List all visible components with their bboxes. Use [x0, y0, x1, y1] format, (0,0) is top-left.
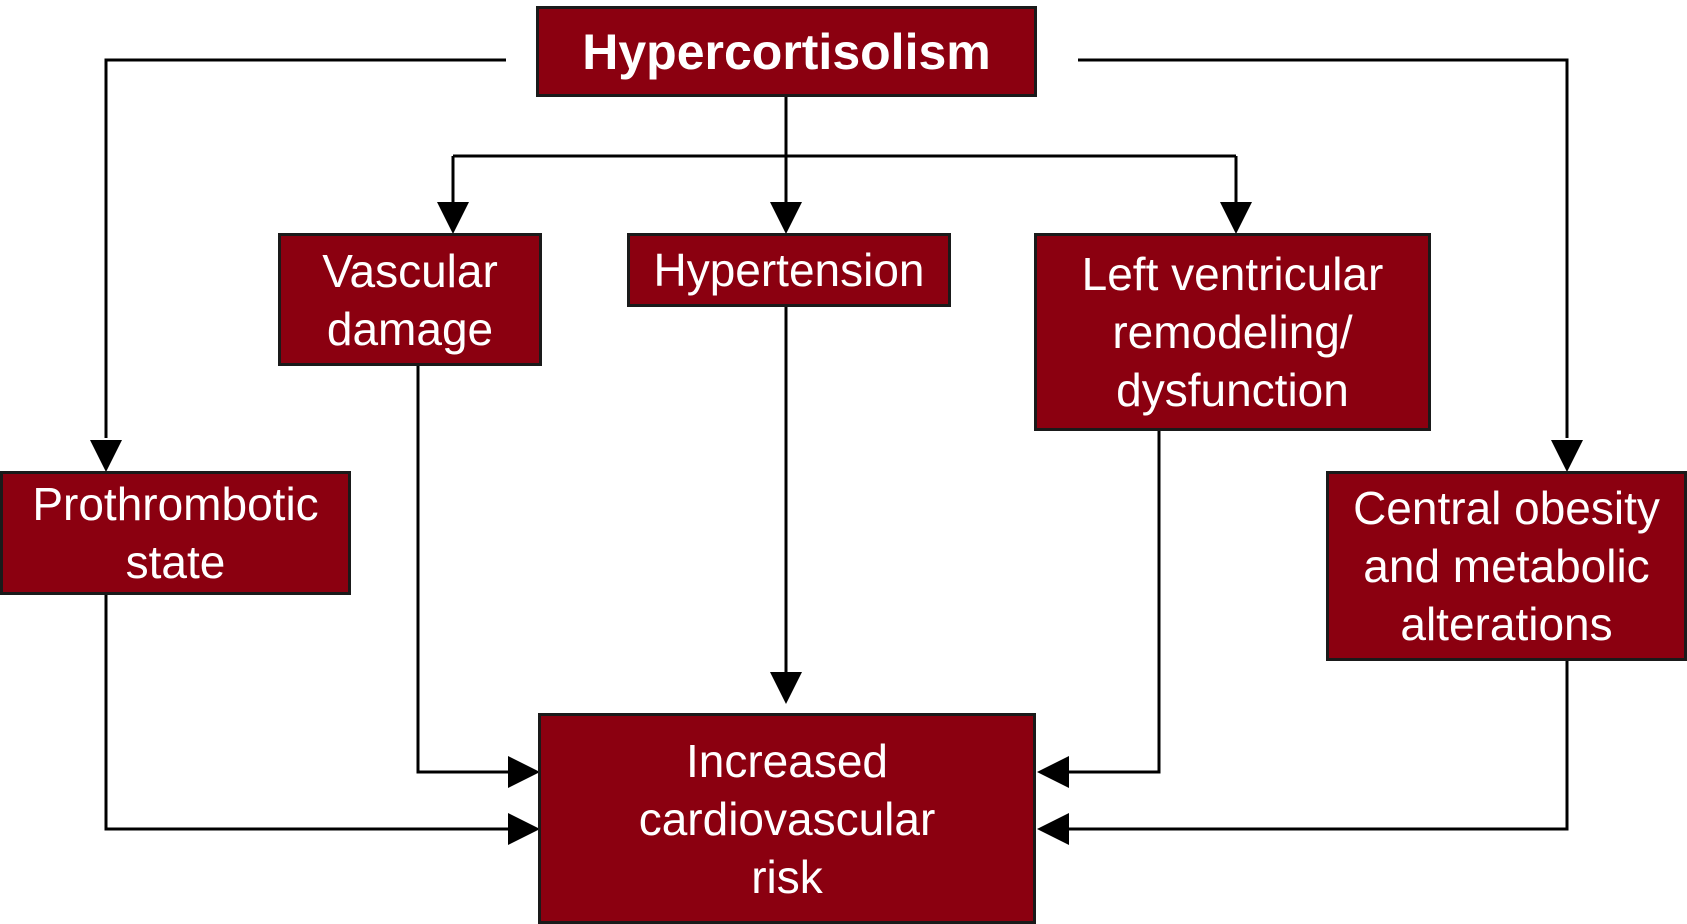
arrowhead-vascular — [437, 202, 469, 234]
arrowhead-prothrombotic — [90, 440, 122, 472]
hypertension-box: Hypertension — [627, 233, 951, 307]
arrowhead-risk-right-upper — [1037, 756, 1069, 788]
arrowhead-hypertension — [770, 202, 802, 234]
arrowhead-risk-right-lower — [1037, 813, 1069, 845]
arrowheads — [90, 202, 1583, 845]
increased-risk-box: Increased cardiovascular risk — [538, 713, 1036, 924]
arrowhead-central-obesity — [1551, 440, 1583, 472]
vascular-damage-box: Vascular damage — [278, 233, 542, 366]
hypercortisolism-label: Hypercortisolism — [582, 23, 991, 80]
arrowhead-risk-top — [770, 672, 802, 704]
arrow-lv-to-risk — [1065, 430, 1161, 774]
increased-risk-label: Increased cardiovascular risk — [638, 734, 936, 903]
arrow-vascular-to-risk — [416, 365, 512, 774]
arrowhead-risk-left-upper — [508, 756, 540, 788]
arrow-prothrombotic-to-risk — [104, 595, 512, 831]
left-ventricular-label: Left ventricular remodeling/ dysfunction — [1081, 248, 1384, 416]
prothrombotic-state-label: Prothrombotic state — [32, 478, 319, 588]
central-obesity-box: Central obesity and metabolic alteration… — [1326, 471, 1687, 661]
arrowhead-lv — [1220, 202, 1252, 234]
hypertension-label: Hypertension — [653, 244, 925, 296]
arrow-obesity-to-risk — [1065, 660, 1569, 831]
prothrombotic-state-box: Prothrombotic state — [0, 471, 351, 595]
central-obesity-label: Central obesity and metabolic alteration… — [1353, 482, 1660, 650]
arrow-to-central-obesity — [1078, 58, 1569, 438]
arrow-to-prothrombotic — [104, 58, 506, 438]
hypercortisolism-box: Hypercortisolism — [536, 6, 1037, 97]
arrowhead-risk-left-lower — [508, 813, 540, 845]
vascular-damage-label: Vascular damage — [322, 244, 498, 355]
left-ventricular-box: Left ventricular remodeling/ dysfunction — [1034, 233, 1431, 431]
